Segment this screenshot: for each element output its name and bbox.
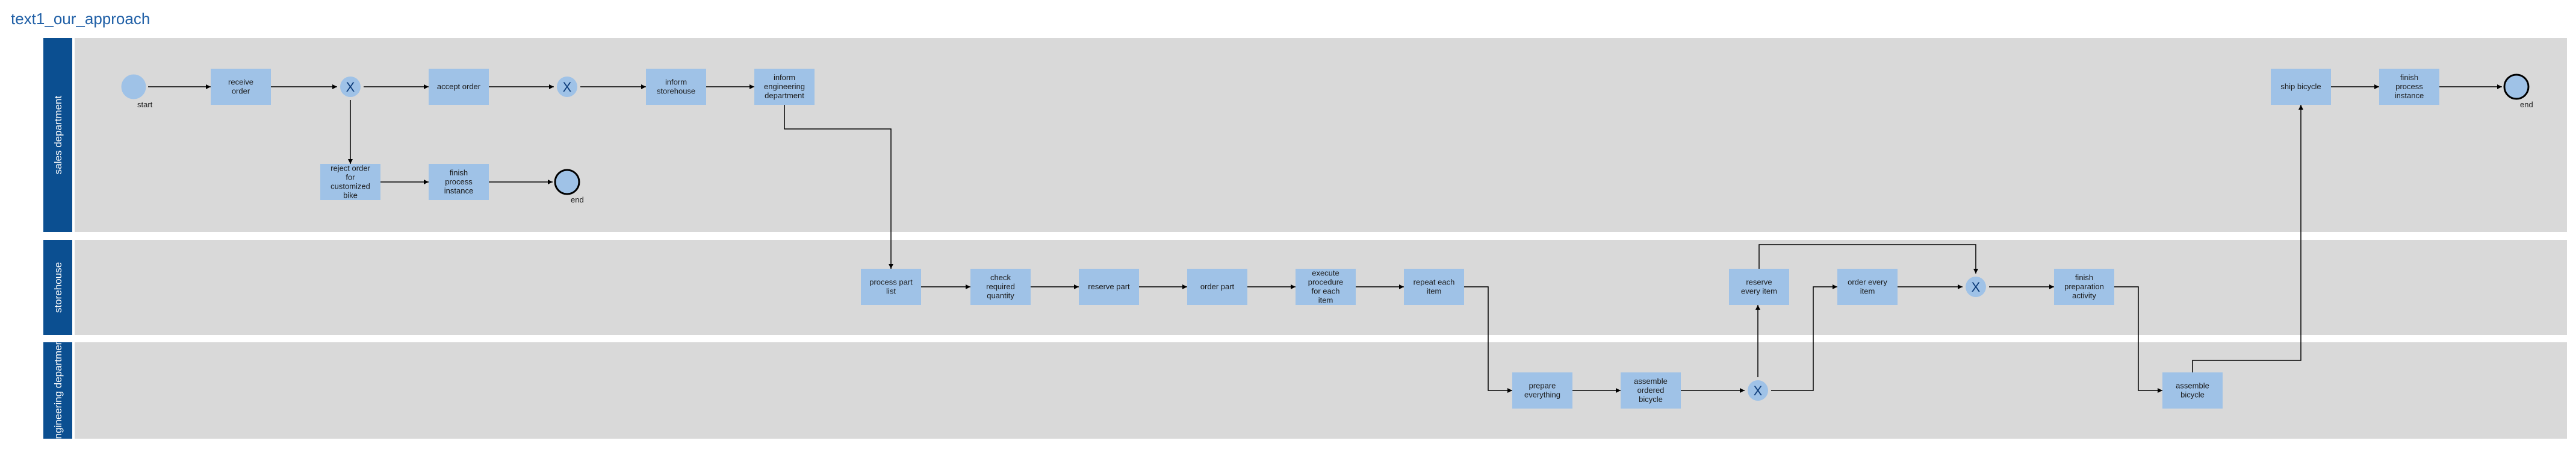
task-box (2054, 269, 2114, 305)
event-label: start (137, 100, 153, 109)
sequence-flow (2114, 286, 2162, 393)
task-order-part[interactable]: order part (1187, 269, 1247, 305)
task-ship[interactable]: ship bicycle (2271, 69, 2331, 105)
task-box (1404, 269, 1464, 305)
sequence-flow (2192, 105, 2303, 372)
task-box (1079, 269, 1139, 305)
gateway-gw4[interactable]: X (1966, 277, 1986, 297)
gateway-symbol: X (1972, 280, 1981, 295)
end-event-end1[interactable]: end (554, 169, 584, 204)
task-label: reserve part (1088, 282, 1130, 291)
task-label: order part (1200, 282, 1235, 291)
lane-store: storehouse (43, 240, 2567, 335)
task-label: accept order (437, 82, 481, 91)
gateway-symbol: X (1754, 383, 1763, 398)
task-box (429, 69, 489, 105)
lane-sales: sales department (43, 38, 2567, 232)
sequence-flow (784, 105, 893, 269)
task-box (1729, 269, 1789, 305)
gateway-circle (1966, 277, 1986, 297)
gateway-symbol: X (346, 80, 355, 95)
lane-body (75, 38, 2567, 232)
gateway-gw3[interactable]: X (1748, 380, 1768, 401)
lane-header (43, 38, 72, 232)
task-box (2271, 69, 2331, 105)
end-event-circle (554, 169, 580, 195)
task-box (211, 69, 271, 105)
event-label: end (571, 195, 584, 204)
task-reserve-part[interactable]: reserve part (1079, 269, 1139, 305)
gateway-circle (340, 77, 361, 97)
lane-label: engineering department (52, 336, 64, 445)
gateway-circle (1748, 380, 1768, 401)
gateway-symbol: X (563, 80, 572, 95)
lane-header (43, 342, 72, 439)
task-box (1296, 269, 1356, 305)
end-event-circle (2503, 74, 2530, 100)
end-event-end2[interactable]: end (2503, 74, 2533, 109)
task-box (320, 164, 380, 200)
event-label: end (2520, 100, 2533, 109)
lane-label: sales department (52, 96, 64, 175)
task-box (646, 69, 706, 105)
task-box (1512, 372, 1572, 409)
task-box (861, 269, 921, 305)
task-box (1621, 372, 1681, 409)
task-box (1837, 269, 1898, 305)
gateway-gw2[interactable]: X (557, 77, 577, 97)
task-box (754, 69, 815, 105)
task-box (1187, 269, 1247, 305)
start-event-circle (121, 74, 146, 99)
sequence-flow (1771, 284, 1837, 391)
task-accept[interactable]: accept order (429, 69, 489, 105)
task-label: ship bicycle (2280, 82, 2321, 91)
gateway-gw1[interactable]: X (340, 77, 361, 97)
task-box (2162, 372, 2223, 409)
lane-label: storehouse (52, 262, 64, 313)
start-event-start[interactable]: start (121, 74, 153, 109)
diagram-title: text1_our_approach (11, 10, 151, 28)
gateway-circle (557, 77, 577, 97)
sequence-flow (1464, 286, 1512, 393)
lane-header (43, 240, 72, 335)
sequence-flow (1758, 244, 1978, 274)
task-box (429, 164, 489, 200)
task-box (970, 269, 1031, 305)
task-box (2379, 69, 2439, 105)
